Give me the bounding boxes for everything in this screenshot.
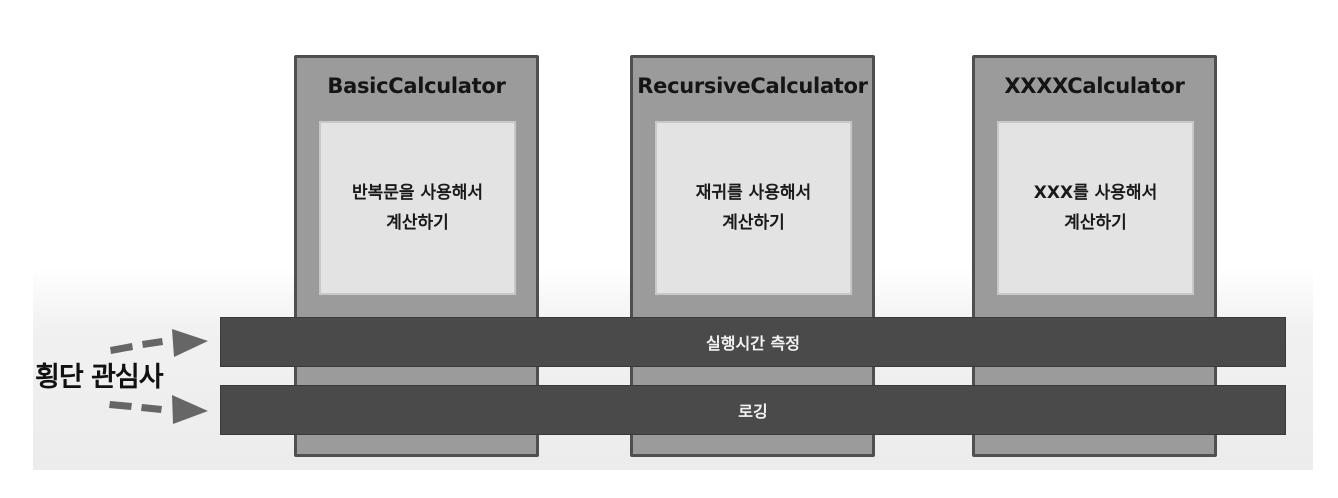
recursive-calculator-description-box: 재귀를 사용해서 계산하기: [655, 121, 852, 295]
logging-label: 로깅: [738, 402, 768, 421]
recursive-calculator-description: 재귀를 사용해서 계산하기: [696, 178, 811, 238]
recursive-calculator-title: RecursiveCalculator: [637, 74, 868, 98]
basic-calculator-description-line-1: 반복문을 사용해서: [351, 183, 484, 203]
basic-calculator-column: BasicCalculator 반복문을 사용해서 계산하기: [294, 55, 539, 457]
execution-time-label: 실행시간 측정: [706, 334, 800, 353]
recursive-calculator-description-line-2: 계산하기: [722, 213, 785, 233]
xxxx-calculator-title: XXXXCalculator: [1004, 74, 1185, 98]
logging-band: 로깅: [220, 385, 1286, 435]
xxxx-calculator-description: XXX를 사용해서 계산하기: [1034, 178, 1157, 238]
execution-time-band: 실행시간 측정: [220, 317, 1286, 367]
basic-calculator-title: BasicCalculator: [327, 74, 506, 98]
recursive-calculator-description-line-1: 재귀를 사용해서: [695, 183, 812, 203]
cross-cutting-concern-label: 횡단 관심사: [35, 362, 164, 393]
basic-calculator-description-line-2: 계산하기: [386, 213, 449, 233]
dashed-arrow-right-icon: [110, 329, 208, 357]
xxxx-calculator-description-line-2: 계산하기: [1064, 213, 1127, 233]
basic-calculator-description: 반복문을 사용해서 계산하기: [352, 178, 483, 238]
xxxx-calculator-description-box: XXX를 사용해서 계산하기: [997, 121, 1194, 295]
xxxx-calculator-description-line-1: XXX를 사용해서: [1033, 183, 1158, 203]
dashed-arrow-right-icon: [109, 395, 208, 424]
basic-calculator-description-box: 반복문을 사용해서 계산하기: [319, 121, 516, 295]
